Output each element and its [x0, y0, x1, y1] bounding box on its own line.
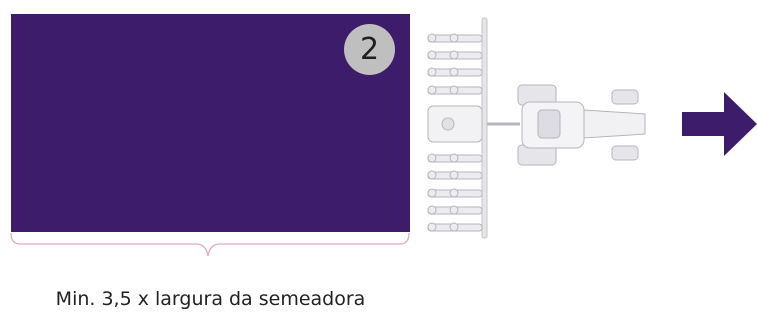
direction-arrow-icon	[682, 92, 757, 156]
seeder-row-units-bottom	[427, 153, 483, 232]
tractor-seeder-icon	[427, 17, 646, 239]
step-number-badge: 2	[344, 24, 395, 75]
dimension-label: Min. 3,5 x largura da semeadora	[55, 288, 366, 310]
field-area	[11, 14, 410, 232]
width-brace-icon	[10, 232, 410, 257]
brace-path	[10, 232, 410, 257]
tractor-body	[517, 84, 646, 166]
seeder-row-units-top	[427, 33, 483, 95]
